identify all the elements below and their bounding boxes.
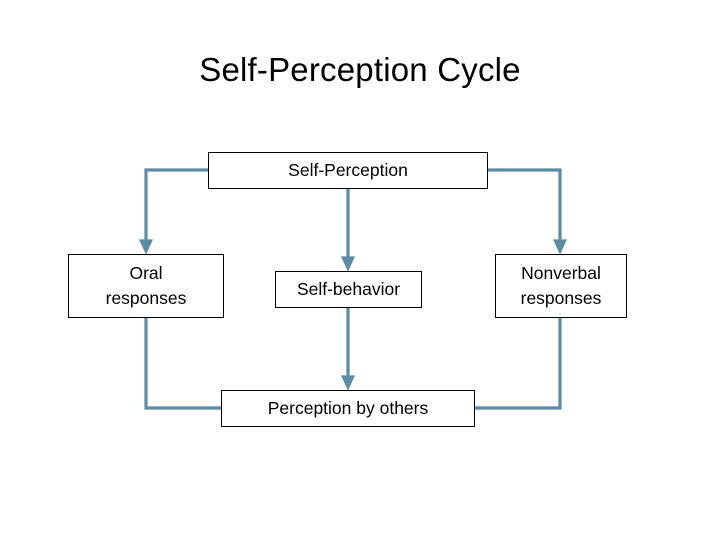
edge-self-perception-to-nonverbal: [488, 168, 568, 255]
node-self-perception[interactable]: Self-Perception: [208, 152, 488, 189]
node-oral-responses-label-line2: responses: [105, 288, 187, 308]
node-nonverbal-responses-label-line1: Nonverbal: [521, 263, 601, 283]
page-title: Self-Perception Cycle: [199, 51, 521, 88]
node-oral-responses-label-line1: Oral: [129, 263, 163, 283]
node-nonverbal-responses-label-line2: responses: [520, 288, 602, 308]
node-perception-by-others-label: Perception by others: [267, 398, 429, 418]
node-nonverbal-responses-text: Nonverbal responses: [521, 261, 602, 311]
edge-nonverbal-to-perception: [475, 318, 562, 410]
node-perception-by-others[interactable]: Perception by others: [221, 390, 475, 427]
node-oral-responses[interactable]: Oral responses: [68, 254, 224, 318]
edge-self-perception-to-oral: [138, 168, 208, 255]
edge-oral-to-perception: [144, 318, 221, 410]
node-oral-responses-text: Oral responses: [106, 261, 187, 311]
node-self-behavior[interactable]: Self-behavior: [275, 271, 422, 308]
node-nonverbal-responses[interactable]: Nonverbal responses: [495, 254, 627, 318]
node-self-perception-label: Self-Perception: [288, 160, 408, 180]
node-self-behavior-label: Self-behavior: [296, 279, 401, 299]
